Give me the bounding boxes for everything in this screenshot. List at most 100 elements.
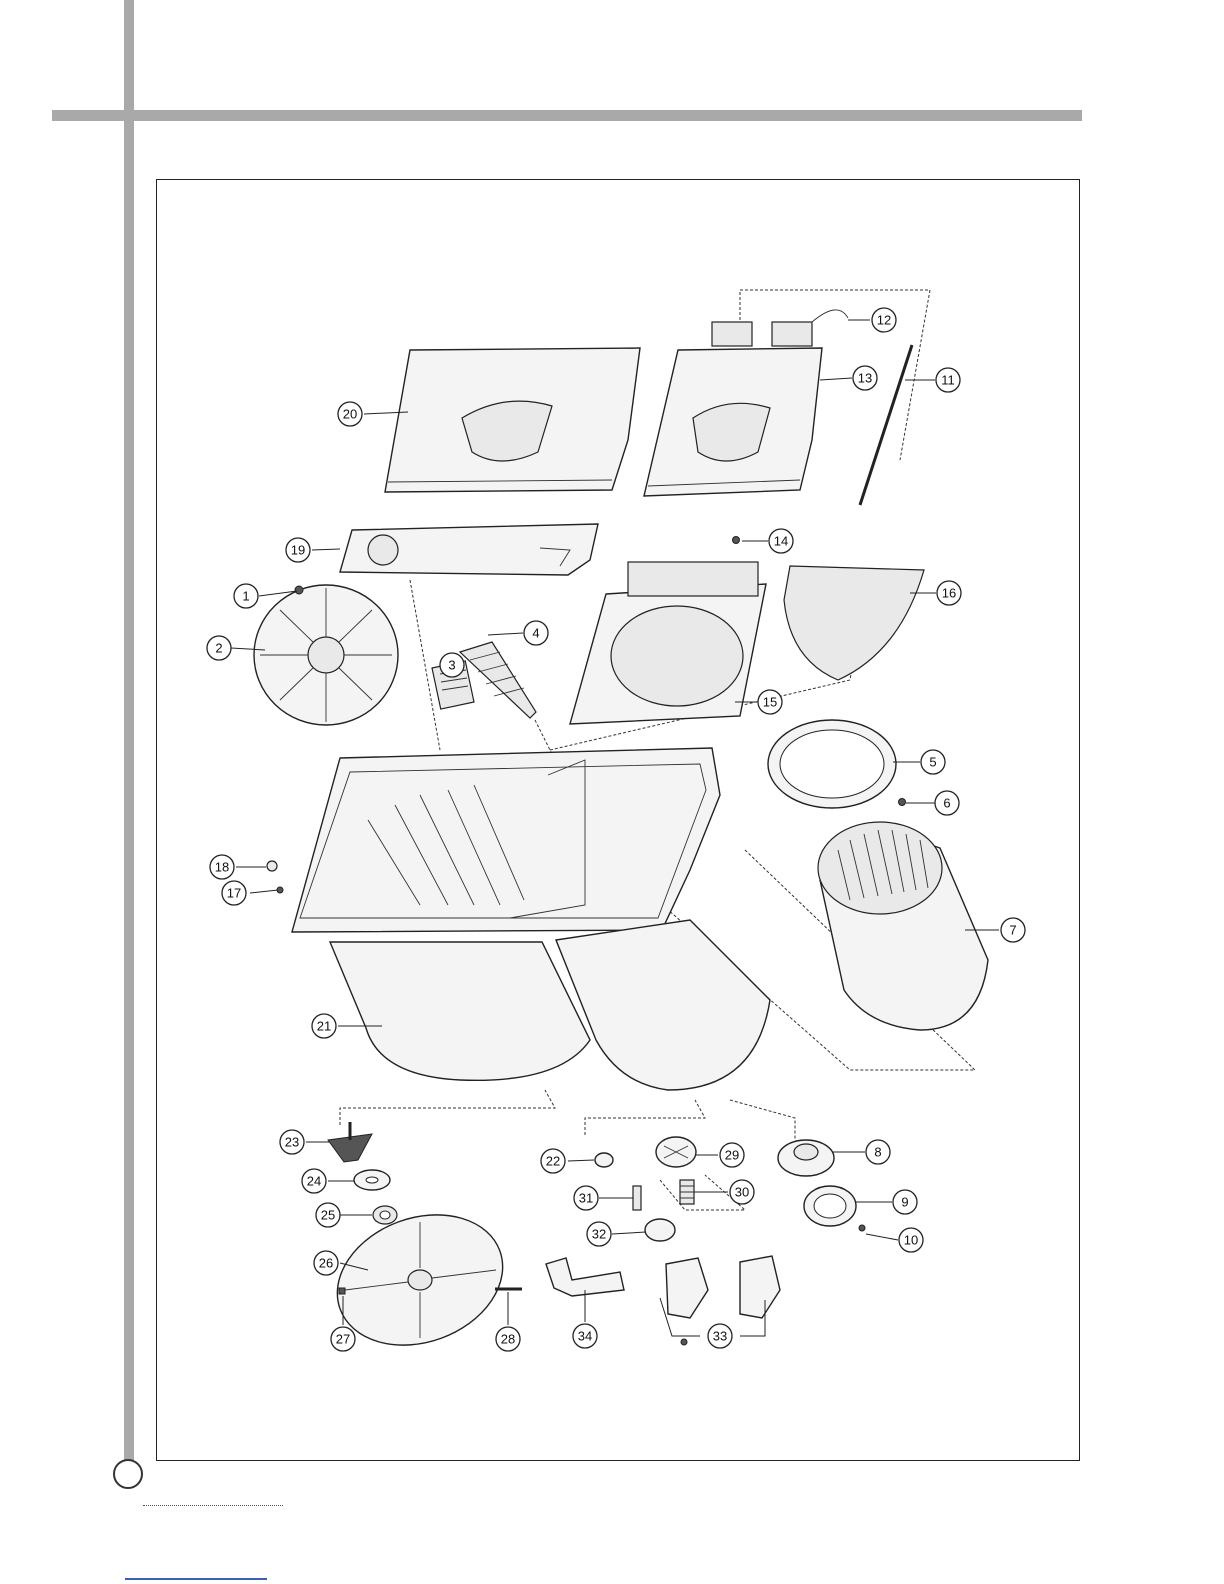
page-number-circle (113, 1459, 143, 1489)
callout-27: 27 (331, 1327, 355, 1351)
screw-part-1 (295, 586, 303, 594)
mesh-part-4 (460, 642, 536, 718)
svg-text:34: 34 (578, 1329, 592, 1344)
svg-text:2: 2 (215, 641, 222, 656)
svg-text:3: 3 (448, 658, 455, 673)
part-10 (859, 1225, 865, 1231)
callout-4: 4 (524, 621, 548, 645)
callout-20: 20 (338, 402, 362, 426)
callout-9: 9 (893, 1190, 917, 1214)
callout-33: 33 (708, 1324, 732, 1348)
callout-19: 19 (286, 538, 310, 562)
part-32 (645, 1219, 675, 1241)
svg-text:27: 27 (336, 1332, 350, 1347)
callout-32: 32 (587, 1222, 611, 1246)
svg-text:5: 5 (929, 755, 936, 770)
callout-17: 17 (222, 881, 246, 905)
hinge-part-12 (712, 310, 848, 346)
half-ring-part-16 (784, 566, 924, 680)
svg-text:4: 4 (532, 626, 539, 641)
seal-part-25 (373, 1206, 397, 1224)
callout-3: 3 (440, 653, 464, 677)
footer-blue-rule (125, 1578, 267, 1580)
svg-text:14: 14 (774, 534, 788, 549)
svg-text:6: 6 (943, 796, 950, 811)
callout-13: 13 (853, 366, 877, 390)
callout-25: 25 (316, 1203, 340, 1227)
svg-text:32: 32 (592, 1227, 606, 1242)
svg-text:1: 1 (242, 589, 249, 604)
svg-text:9: 9 (901, 1195, 908, 1210)
part-22 (595, 1153, 613, 1167)
svg-text:22: 22 (546, 1154, 560, 1169)
callout-6: 6 (935, 791, 959, 815)
callout-29: 29 (720, 1143, 744, 1167)
svg-text:26: 26 (319, 1256, 333, 1271)
part-29 (656, 1137, 696, 1167)
callout-1: 1 (234, 584, 258, 608)
clutch-part-23 (328, 1122, 372, 1162)
svg-text:17: 17 (227, 886, 241, 901)
panel-part-19 (340, 524, 598, 575)
callout-15: 15 (758, 690, 782, 714)
footer-dotted-rule (143, 1505, 283, 1506)
svg-text:13: 13 (858, 371, 872, 386)
svg-text:8: 8 (874, 1145, 881, 1160)
callout-34: 34 (573, 1324, 597, 1348)
part-8 (778, 1140, 834, 1176)
outer-tub-part-21 (292, 748, 770, 1090)
drain-valves-part-33 (666, 1256, 780, 1318)
svg-text:25: 25 (321, 1208, 335, 1223)
callout-26: 26 (314, 1251, 338, 1275)
callout-2: 2 (207, 636, 231, 660)
part-31 (633, 1186, 641, 1210)
part-27 (339, 1288, 345, 1294)
pulsator-part-2 (254, 585, 398, 725)
callout-12: 12 (872, 308, 896, 332)
svg-text:31: 31 (579, 1191, 593, 1206)
callout-5: 5 (921, 750, 945, 774)
callout-21: 21 (312, 1014, 336, 1038)
screw-part-14 (733, 537, 740, 544)
svg-text:30: 30 (735, 1185, 749, 1200)
svg-text:33: 33 (713, 1329, 727, 1344)
svg-text:10: 10 (904, 1233, 918, 1248)
callout-8: 8 (866, 1140, 890, 1164)
svg-text:16: 16 (942, 586, 956, 601)
ring-part-5 (768, 720, 896, 808)
screw-part-6 (899, 799, 906, 806)
callout-7: 7 (1001, 918, 1025, 942)
svg-text:7: 7 (1009, 923, 1016, 938)
callout-11: 11 (936, 368, 960, 392)
callout-18: 18 (210, 855, 234, 879)
callout-16: 16 (937, 581, 961, 605)
washer-part-24 (354, 1170, 390, 1190)
svg-text:19: 19 (291, 543, 305, 558)
svg-text:18: 18 (215, 860, 229, 875)
part-30 (680, 1180, 694, 1204)
svg-text:24: 24 (307, 1174, 321, 1189)
tub-cover-part-15 (570, 562, 766, 724)
svg-text:12: 12 (877, 313, 891, 328)
callout-14: 14 (769, 529, 793, 553)
part-33-screw (681, 1339, 687, 1345)
svg-text:11: 11 (941, 373, 955, 388)
callout-24: 24 (302, 1169, 326, 1193)
callout-30: 30 (730, 1180, 754, 1204)
svg-text:23: 23 (285, 1135, 299, 1150)
lid-left-part-20 (385, 348, 640, 492)
callout-10: 10 (899, 1228, 923, 1252)
part-18 (267, 861, 277, 871)
part-9 (804, 1186, 856, 1226)
svg-text:28: 28 (501, 1332, 515, 1347)
svg-text:29: 29 (725, 1148, 739, 1163)
callout-28: 28 (496, 1327, 520, 1351)
spin-basket-part-7 (818, 822, 988, 1030)
lid-right-part-13 (644, 348, 822, 496)
svg-text:20: 20 (343, 407, 357, 422)
svg-text:15: 15 (763, 695, 777, 710)
svg-text:21: 21 (317, 1019, 331, 1034)
callout-23: 23 (280, 1130, 304, 1154)
callout-22: 22 (541, 1149, 565, 1173)
